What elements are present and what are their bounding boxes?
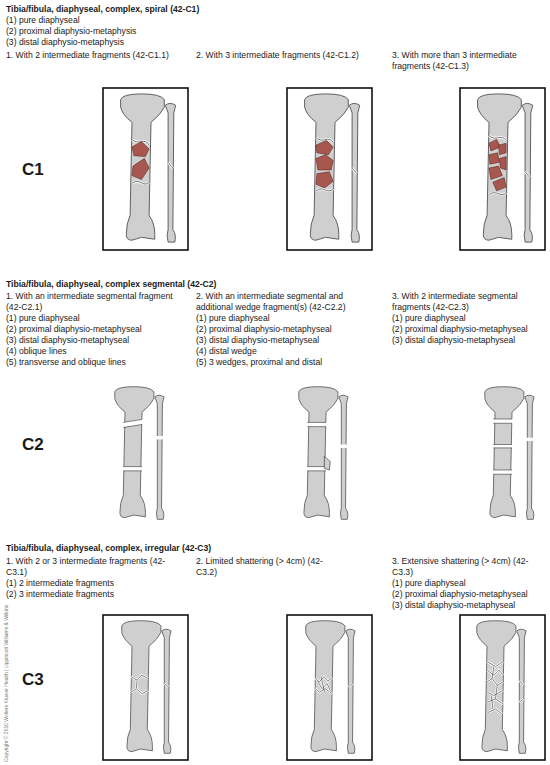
subtype-item: (1) pure diaphyseal — [6, 313, 178, 324]
subtype-item: (3) distal diaphysio-metaphyseal — [6, 335, 178, 346]
subtype-item: (5) 3 wedges, proximal and distal — [196, 357, 368, 368]
group-code: C2 — [22, 435, 82, 455]
tibia-fibula — [121, 94, 176, 242]
fracture-type: 2. With an intermediate segmental and ad… — [196, 291, 368, 313]
subtype-item: (3) distal diaphysio-metaphyseal — [196, 335, 368, 346]
subtype-item: (2) 3 intermediate fragments — [6, 589, 178, 600]
image-frame — [287, 615, 372, 760]
section-title: Tibia/fibula, diaphyseal, complex, irreg… — [6, 543, 536, 554]
image-frame — [103, 88, 188, 250]
group-code: C1 — [22, 160, 82, 180]
image-frame — [287, 88, 372, 250]
subtype-item: (1) pure diaphyseal — [6, 15, 536, 26]
tibia-fibula — [299, 387, 348, 520]
subtype-item: (1) pure diaphyseal — [392, 313, 542, 324]
tibia-fibula — [115, 387, 164, 520]
image-frame — [460, 88, 545, 250]
tibia-fibula — [477, 621, 526, 754]
subtype-item: (3) distal diaphysio-metaphyseal — [392, 600, 542, 611]
image-frame — [460, 615, 545, 760]
fracture-type: 1. With 2 or 3 intermediate fragments (4… — [6, 556, 178, 578]
fracture-type: 1. With 2 intermediate fragments (42-C1.… — [6, 50, 176, 61]
subtype-item: (4) distal wedge — [196, 346, 368, 357]
tibia-fibula — [122, 621, 171, 754]
subtype-item: (1) pure diaphyseal — [392, 578, 542, 589]
fracture-type: 3. With 2 intermediate segmental fragmen… — [392, 291, 542, 313]
tibia-fibula — [485, 387, 534, 520]
subtype-item: (2) proximal diaphysio-metaphyseal — [196, 324, 368, 335]
section-title: Tibia/fibula, diaphyseal, complex segmen… — [6, 279, 536, 290]
tibia-fibula — [305, 94, 360, 242]
fracture-type: 3. With more than 3 intermediate fragmen… — [392, 50, 542, 72]
copyright-note: Copyright © 2010 Wolters Kluwer Health |… — [3, 605, 9, 762]
subtype-item: (4) oblique lines — [6, 346, 178, 357]
tibia-fibula — [306, 621, 355, 754]
section-title: Tibia/fibula, diaphyseal, complex, spira… — [6, 4, 536, 15]
subtype-item: (5) transverse and oblique lines — [6, 357, 178, 368]
subtype-item: (2) proximal diaphysio-metaphyseal — [6, 324, 178, 335]
group-code: C3 — [22, 670, 82, 690]
subtype-item: (3) distal diaphysio-metaphysis — [6, 37, 536, 48]
tibia-fibula — [478, 94, 533, 242]
fracture-type: 3. Extensive shattering (> 4cm) (42-C3.3… — [392, 556, 542, 578]
fracture-type: 2. With 3 intermediate fragments (42-C1.… — [196, 50, 366, 61]
fracture-type: 1. With an intermediate segmental fragme… — [6, 291, 178, 313]
subtype-item: (1) 2 intermediate fragments — [6, 578, 178, 589]
image-frame — [103, 615, 188, 760]
subtype-item: (3) distal diaphysio-metaphyseal — [392, 335, 542, 346]
subtype-item: (2) proximal diaphysio-metaphyseal — [392, 589, 542, 600]
subtype-item: (1) pure diaphyseal — [196, 313, 368, 324]
subtype-item: (2) proximal diaphysio-metaphysis — [6, 26, 536, 37]
subtype-item: (2) proximal diaphysio-metaphyseal — [392, 324, 542, 335]
fracture-type: 2. Limited shattering (> 4cm) (42-C3.2) — [196, 556, 336, 578]
